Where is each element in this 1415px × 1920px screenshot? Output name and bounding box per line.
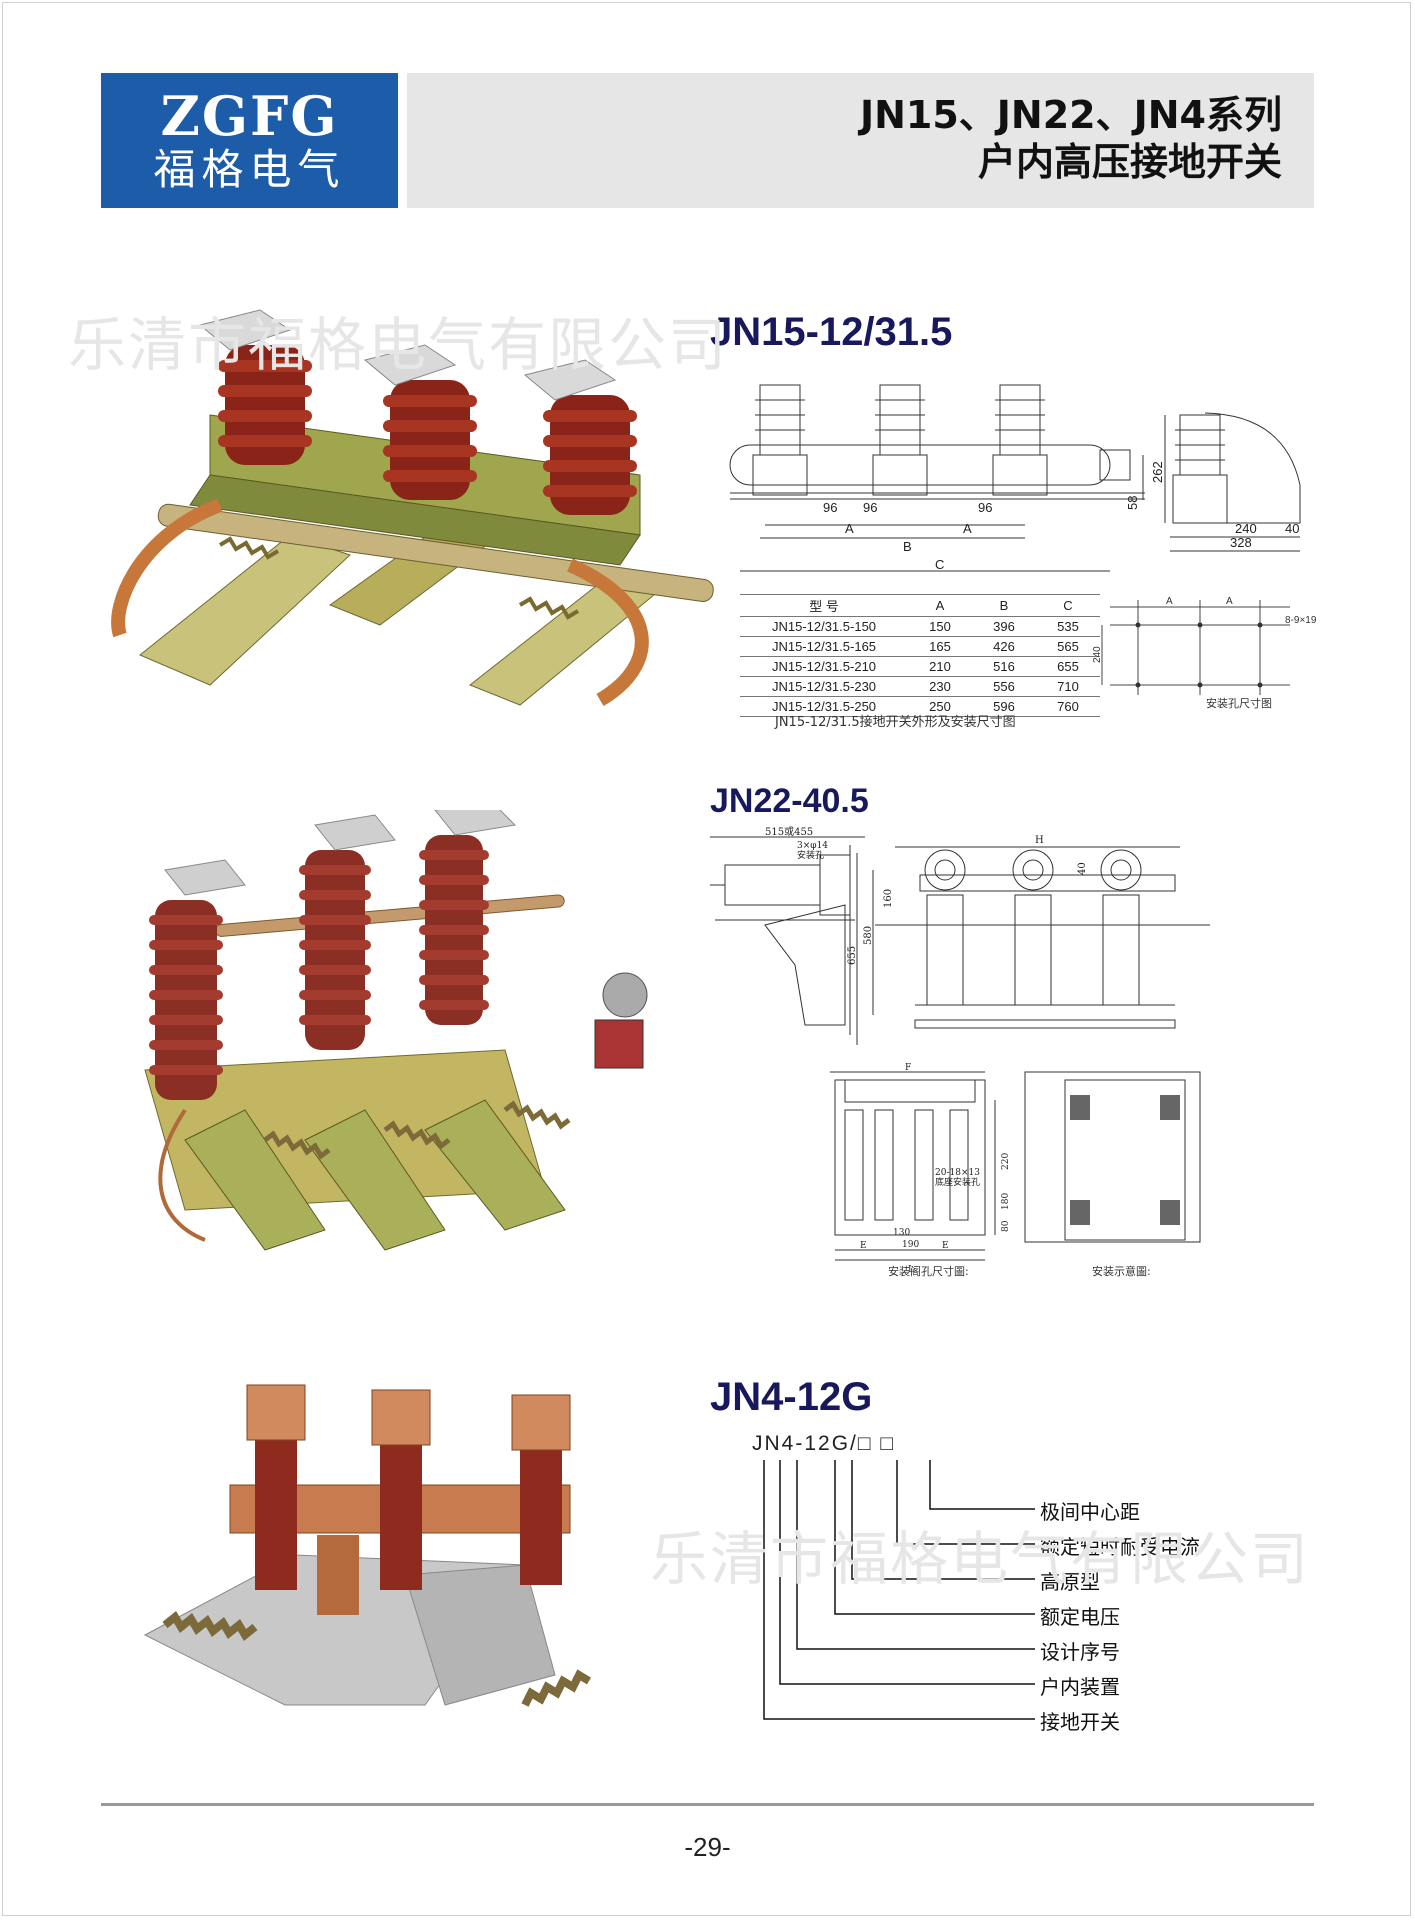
jn22-title: JN22-40.5 (710, 782, 869, 820)
cell: 426 (972, 636, 1036, 657)
cell: 250 (908, 696, 972, 717)
legend-item: 极间中心距 (1040, 1500, 1140, 1524)
col-a: A (908, 594, 972, 617)
title-line-2: 户内高压接地开关 (977, 140, 1282, 184)
mount-dim-a-2: A (1226, 596, 1233, 607)
jn22-dim-190: 190 (902, 1240, 919, 1250)
jn15-product-photo (111, 309, 714, 707)
jn15-dim-a-1: A (845, 521, 854, 536)
cell: 396 (972, 616, 1036, 637)
cell: JN15-12/31.5-210 (740, 656, 908, 677)
jn15-dim-40: 40 (1285, 521, 1299, 536)
jn22-dim-130: 130 (893, 1228, 910, 1238)
jn22-dim-80: 80 (1001, 1220, 1011, 1232)
cell: 165 (908, 636, 972, 657)
legend-item: 高原型 (1040, 1570, 1100, 1594)
jn22-dim-holes: 3×φ14 (797, 841, 828, 851)
jn15-dim-a-2: A (963, 521, 972, 536)
cell: JN15-12/31.5-165 (740, 636, 908, 657)
cell: 596 (972, 696, 1036, 717)
col-model: 型 号 (740, 594, 908, 617)
jn22-dim-580: 580 (863, 926, 874, 945)
jn15-table-caption: JN15-12/31.5接地开关外形及安装尺寸图 (775, 715, 1016, 730)
jn22-dim-655: 655 (847, 946, 858, 965)
jn4-title: JN4-12G (710, 1375, 873, 1419)
jn22-dim-160: 160 (883, 889, 894, 908)
mount-dim-240: 240 (1092, 646, 1103, 663)
cell: 230 (908, 676, 972, 697)
jn15-dim-262: 262 (1150, 461, 1165, 483)
cell: 516 (972, 656, 1036, 677)
jn22-dim-e-1: E (860, 1241, 867, 1251)
page-number: -29- (684, 1832, 731, 1862)
watermark-top: 乐清市福格电气有限公司 (68, 311, 729, 379)
jn15-dim-96-2: 96 (863, 500, 877, 515)
jn15-title: JN15-12/31.5 (710, 310, 953, 354)
jn15-outline-drawing: 96 96 96 A A B C 58 262 240 328 40 (729, 384, 1301, 572)
cell: 760 (1036, 696, 1100, 717)
legend-item: 额定短时耐受电流 (1040, 1535, 1200, 1559)
cell: 556 (972, 676, 1036, 697)
jn15-dim-58: 58 (1125, 496, 1140, 510)
jn15-dim-c: C (935, 557, 944, 572)
cell: 535 (1036, 616, 1100, 637)
page-title: JN15、JN22、JN4系列 户内高压接地开关 (432, 92, 1282, 186)
cell: JN15-12/31.5-230 (740, 676, 908, 697)
jn15-dim-96-3: 96 (978, 500, 992, 515)
legend-item: 额定电压 (1040, 1605, 1120, 1629)
jn15-dim-96-1: 96 (823, 500, 837, 515)
jn15-dim-328: 328 (1230, 535, 1252, 550)
jn4-model-code: JN4-12G/□ □ (752, 1432, 896, 1455)
col-b: B (972, 594, 1036, 617)
mount-caption: 安装孔尺寸图 (1206, 696, 1272, 710)
jn22-product-photo (144, 810, 648, 1251)
jn22-dim-e-2: E (942, 1241, 949, 1251)
jn22-dim-slot-2: 底座安装孔 (935, 1176, 980, 1188)
cell: 210 (908, 656, 972, 677)
cell: 565 (1036, 636, 1100, 657)
cell: JN15-12/31.5-250 (740, 696, 908, 717)
jn15-dim-b: B (903, 539, 912, 554)
jn22-caption-right: 安装示意圖: (1092, 1265, 1151, 1278)
jn22-caption-left: 安装阁孔尺寸圖: (888, 1265, 969, 1278)
title-line-1: JN15、JN22、JN4系列 (859, 93, 1282, 137)
mount-dim-a-1: A (1166, 596, 1173, 607)
jn4-product-photo (143, 1384, 592, 1707)
footer-divider (101, 1803, 1314, 1806)
logo-english: ZGFG (160, 84, 339, 148)
legend-item: 接地开关 (1040, 1710, 1120, 1734)
jn22-installation-drawing: F E E L 130 190 20-18×13 底座安装孔 220 180 8… (830, 1063, 1201, 1275)
table-header-row: 型 号 A B C (740, 594, 1100, 617)
jn22-dim-slot: 20-18×13 (935, 1168, 980, 1178)
legend-item: 户内装置 (1040, 1675, 1120, 1699)
jn15-dim-240: 240 (1235, 521, 1257, 536)
jn22-dim-h: H (1035, 835, 1044, 846)
brand-logo: ZGFG 福格电气 (101, 73, 398, 208)
logo-chinese: 福格电气 (153, 145, 346, 194)
jn22-dim-40: 40 (1077, 862, 1088, 875)
jn22-dim-l: L (908, 1265, 914, 1275)
jn15-mount-hole-drawing: A A 240 8-9×19 安装孔尺寸图 (1092, 596, 1317, 710)
jn22-dim-holes-2: 安装孔 (797, 849, 824, 861)
jn22-dim-180: 180 (1001, 1193, 1011, 1210)
cell: 150 (908, 616, 972, 637)
jn4-legend-lines (763, 1460, 1035, 1720)
watermark-bottom: 乐清市福格电气有限公司 (650, 1525, 1311, 1593)
jn22-dim-220: 220 (1001, 1153, 1011, 1170)
title-bar (407, 73, 1314, 208)
cell: 655 (1036, 656, 1100, 677)
cell: JN15-12/31.5-150 (740, 616, 908, 637)
jn22-dim-f: F (905, 1063, 911, 1073)
mount-dim-hole: 8-9×19 (1285, 615, 1317, 626)
jn22-dim-515: 515或455 (765, 826, 813, 838)
legend-item: 设计序号 (1040, 1640, 1120, 1664)
jn22-outline-drawing: 515或455 3×φ14 安装孔 655 580 160 H 40 (710, 826, 1210, 1045)
